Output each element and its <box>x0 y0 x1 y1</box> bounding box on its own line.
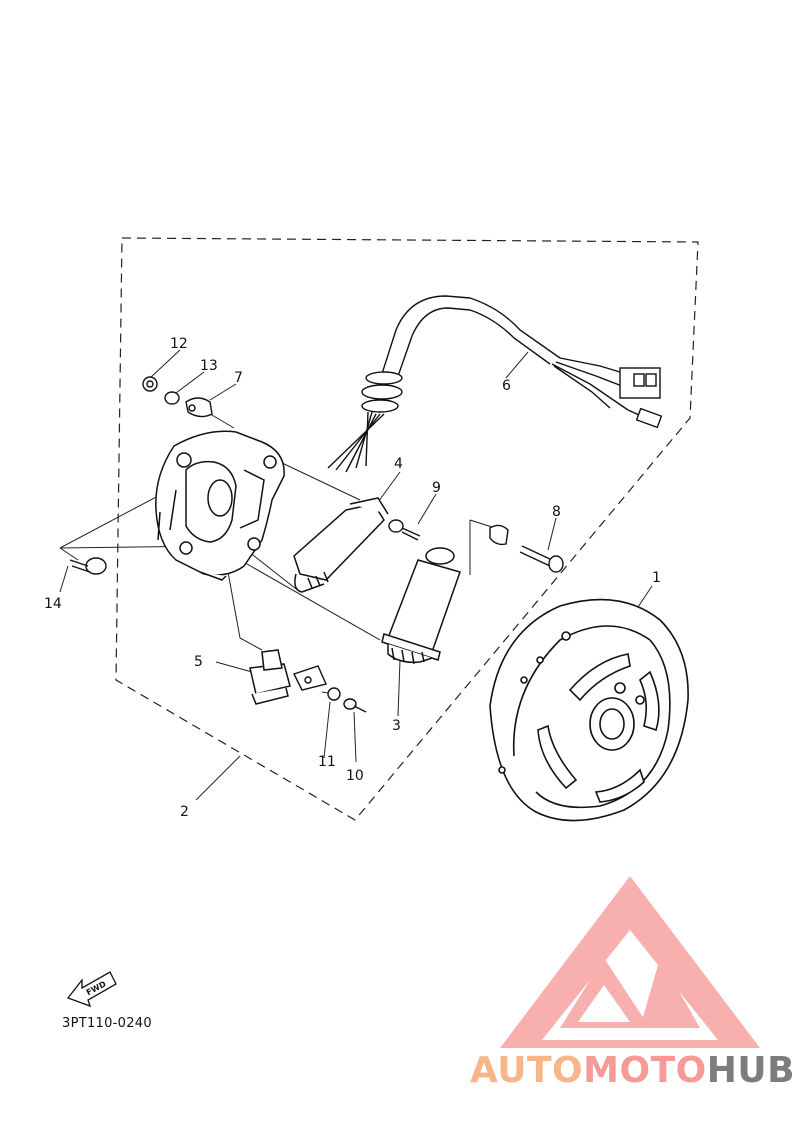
part-label-4: 4 <box>394 456 403 472</box>
assembly-boundary <box>115 237 699 821</box>
part-labels: 1 2 3 4 5 6 7 8 9 10 11 12 13 14 <box>44 336 661 820</box>
drawing-code: 3PT110-0240 <box>62 1016 152 1031</box>
part-label-11: 11 <box>318 754 336 770</box>
part-label-6: 6 <box>502 378 511 394</box>
part-label-5: 5 <box>194 654 203 670</box>
fwd-arrow-icon: FWD <box>66 971 117 1008</box>
pickup-coil <box>293 497 389 593</box>
part-label-12: 12 <box>170 336 188 352</box>
charging-coil <box>381 547 461 665</box>
part-label-2: 2 <box>180 804 189 820</box>
wire-harness <box>327 295 663 473</box>
small-coil <box>249 649 291 705</box>
part-label-8: 8 <box>552 504 561 520</box>
part-label-1: 1 <box>652 570 661 586</box>
watermark-logo <box>500 876 760 1048</box>
watermark-text: AUTOMOTOHUB <box>470 1050 795 1091</box>
flywheel-rotor <box>489 598 689 822</box>
part-label-3: 3 <box>392 718 401 734</box>
watermark-part-hub: HUB <box>706 1050 796 1091</box>
watermark-part-auto: AUTO <box>470 1050 584 1091</box>
part-label-14: 14 <box>44 596 62 612</box>
fasteners <box>69 376 564 713</box>
wire-clamp <box>293 665 327 691</box>
part-label-13: 13 <box>200 358 218 374</box>
part-label-10: 10 <box>346 768 364 784</box>
leader-lines <box>59 349 653 801</box>
watermark-part-moto: MOTO <box>583 1050 707 1091</box>
part-label-7: 7 <box>234 370 243 386</box>
part-label-9: 9 <box>432 480 441 496</box>
stator-plate <box>155 430 285 581</box>
